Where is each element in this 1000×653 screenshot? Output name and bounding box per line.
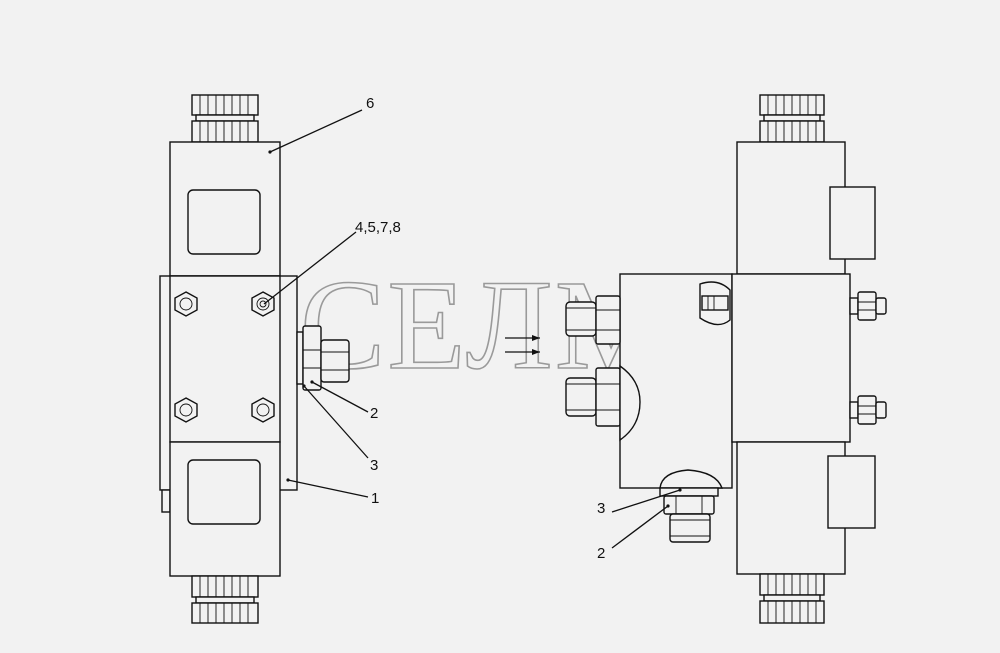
left-side-fitting (296, 325, 350, 391)
nut-icon (849, 395, 887, 425)
callout-3: 3 (597, 500, 605, 517)
right-leader-lines (611, 489, 681, 549)
left-leader-lines (263, 109, 369, 498)
callout-4578: 4,5,7,8 (355, 219, 401, 236)
right-top-plug (829, 186, 876, 260)
callout-6: 6 (366, 95, 374, 112)
right-top-solenoid (736, 141, 846, 275)
callout-3: 3 (370, 457, 378, 474)
right-valve-assembly: 3 2 (565, 94, 887, 624)
screw-icon (251, 397, 275, 423)
callout-1: 1 (371, 490, 379, 507)
left-top-connector (191, 94, 259, 143)
screw-icon (251, 291, 275, 317)
right-valve-body (731, 273, 851, 443)
right-section-detail (699, 281, 731, 326)
right-port-fitting-lower (565, 364, 641, 442)
left-bottom-connector (191, 575, 259, 624)
right-bottom-plug (827, 455, 876, 529)
screw-icon (174, 397, 198, 423)
callout-2: 2 (370, 405, 378, 422)
left-back-plate-tab (161, 489, 171, 513)
left-valve-assembly: 6 4,5,7,8 2 3 1 (159, 94, 401, 624)
callout-2: 2 (597, 545, 605, 562)
right-bottom-fitting (659, 469, 724, 543)
left-mounting-screws (174, 291, 275, 423)
left-top-solenoid-window (187, 189, 261, 255)
right-bottom-connector (759, 573, 825, 624)
right-port-fitting-upper (565, 295, 621, 345)
flow-arrow-icon (505, 335, 540, 355)
right-bottom-solenoid (736, 441, 846, 575)
right-top-connector (759, 94, 825, 143)
screw-icon (174, 291, 198, 317)
left-bottom-solenoid-window (187, 459, 261, 525)
nut-icon (849, 291, 887, 321)
